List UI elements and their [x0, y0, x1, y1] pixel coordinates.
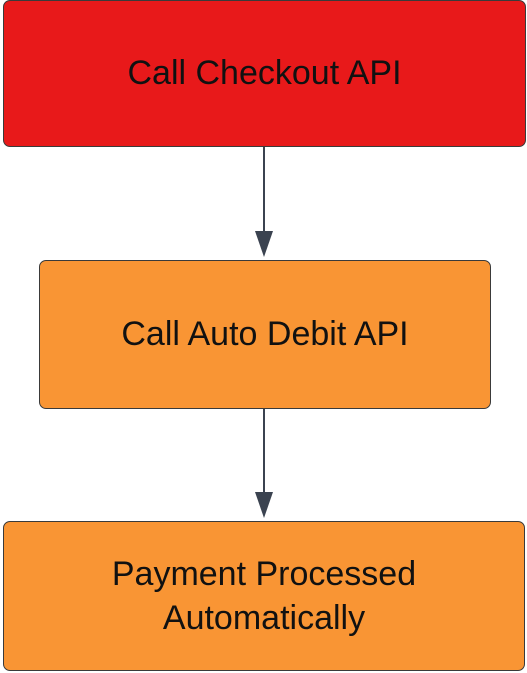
arrow-auto-debit-to-payment-processed [255, 409, 273, 518]
call-auto-debit-api-node: Call Auto Debit API [39, 260, 491, 409]
payment-processed-label-line-1: Payment Processed [111, 554, 417, 593]
payment-processed-node: Payment Processed Automatically [3, 521, 525, 671]
call-checkout-api-label: Call Checkout API [127, 54, 402, 93]
call-auto-debit-api-label: Call Auto Debit API [121, 315, 409, 354]
call-checkout-api-node: Call Checkout API [3, 0, 526, 147]
arrow-checkout-to-auto-debit [255, 147, 273, 257]
payment-processed-label-line-2: Automatically [162, 599, 366, 637]
